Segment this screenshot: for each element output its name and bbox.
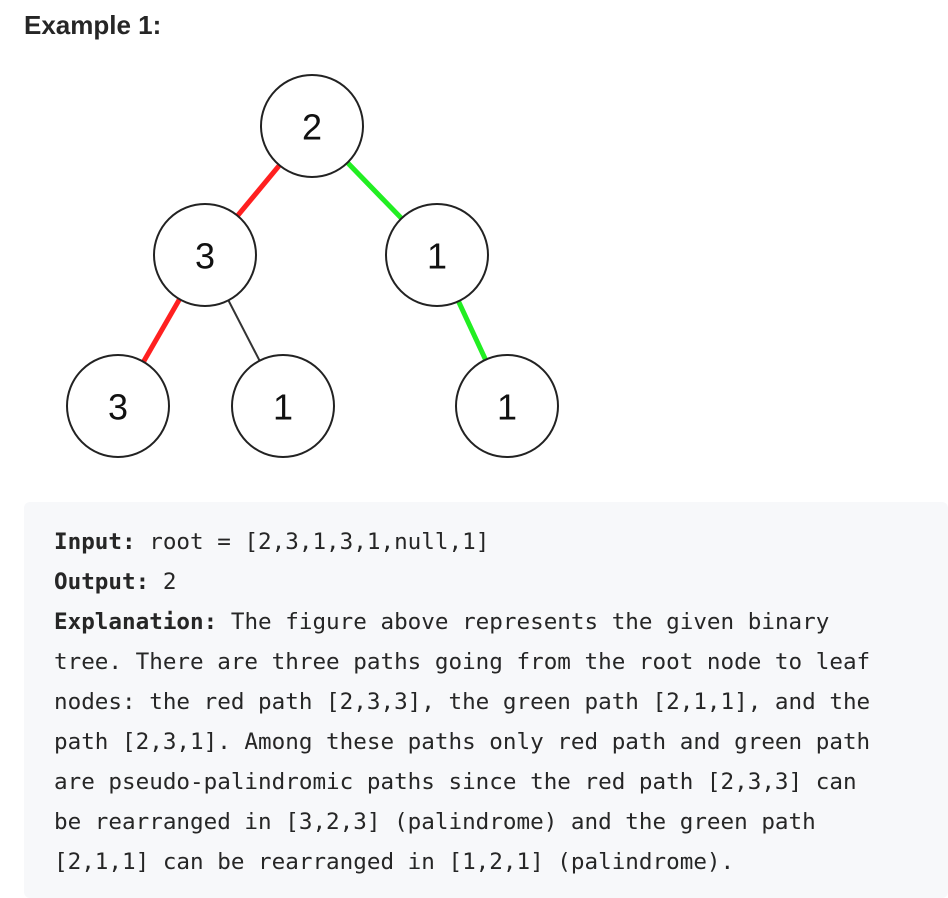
tree-node: 3 xyxy=(153,203,257,307)
output-value: 2 xyxy=(149,569,177,595)
explanation-line-1: Explanation: The figure above represents… xyxy=(54,602,918,642)
explanation-line-7: [2,1,1] can be rearranged in [1,2,1] (pa… xyxy=(54,849,735,875)
explanation-label: Explanation: xyxy=(54,609,218,635)
binary-tree-diagram: 2 3 1 3 1 1 xyxy=(66,74,559,458)
tree-node: 2 xyxy=(260,74,364,178)
tree-node-circle xyxy=(66,354,170,458)
tree-node-label: 1 xyxy=(497,387,517,428)
explanation-line-6: be rearranged in [3,2,3] (palindrome) an… xyxy=(54,809,816,835)
input-line: Input: root = [2,3,1,3,1,null,1] xyxy=(54,522,918,562)
output-line: Output: 2 xyxy=(54,562,918,602)
explanation-line-2: tree. There are three paths going from t… xyxy=(54,649,871,675)
example-code-block: Input: root = [2,3,1,3,1,null,1] Output:… xyxy=(24,502,948,898)
example-heading: Example 1: xyxy=(24,10,162,40)
input-label: Input: xyxy=(54,529,136,555)
tree-node: 1 xyxy=(455,354,559,458)
input-value: root = [2,3,1,3,1,null,1] xyxy=(135,529,490,555)
tree-node-circle xyxy=(260,74,364,178)
tree-node: 1 xyxy=(385,203,489,307)
explanation-text: The figure above represents the given bi… xyxy=(217,609,830,635)
tree-node-label: 3 xyxy=(108,387,128,428)
tree-node: 3 xyxy=(66,354,170,458)
explanation-line-3: nodes: the red path [2,3,3], the green p… xyxy=(54,689,871,715)
tree-node-circle xyxy=(455,354,559,458)
explanation-line-5: are pseudo-palindromic paths since the r… xyxy=(54,769,857,795)
output-label: Output: xyxy=(54,569,150,595)
tree-node: 1 xyxy=(231,354,335,458)
tree-node-circle xyxy=(153,203,257,307)
tree-node-circle xyxy=(385,203,489,307)
tree-node-label: 1 xyxy=(273,387,293,428)
tree-node-circle xyxy=(231,354,335,458)
explanation-line-4: path [2,3,1]. Among these paths only red… xyxy=(54,729,871,755)
tree-node-label: 2 xyxy=(302,107,322,148)
tree-node-label: 3 xyxy=(195,236,215,277)
tree-node-label: 1 xyxy=(427,236,447,277)
